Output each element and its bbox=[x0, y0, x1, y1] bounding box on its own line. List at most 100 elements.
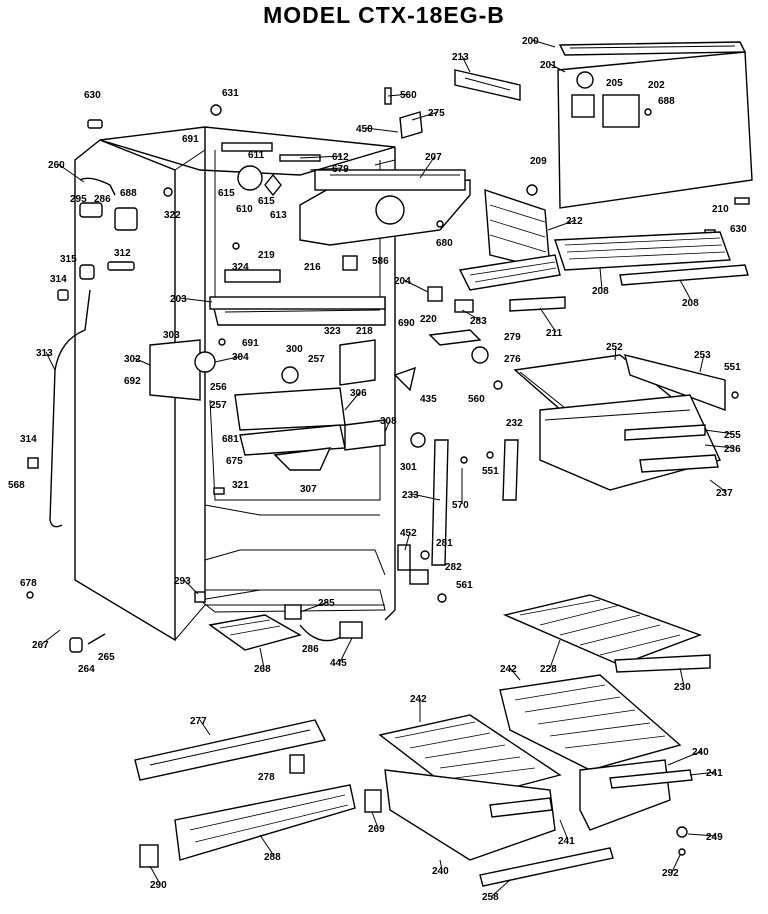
leader-line-288 bbox=[259, 834, 275, 857]
part-label-690: 690 bbox=[398, 318, 415, 329]
part-label-304: 304 bbox=[232, 352, 249, 363]
part-label-233: 233 bbox=[402, 490, 419, 501]
leader-line-207 bbox=[419, 155, 436, 179]
part-label-551b: 551 bbox=[482, 466, 499, 477]
part-label-445: 445 bbox=[330, 658, 347, 669]
part-label-615: 615 bbox=[218, 188, 235, 199]
part-label-435: 435 bbox=[420, 394, 437, 405]
part-label-678: 678 bbox=[20, 578, 37, 589]
part-label-630b: 630 bbox=[730, 224, 747, 235]
leader-line-292 bbox=[671, 854, 681, 873]
part-label-302: 302 bbox=[124, 354, 141, 365]
part-label-241b: 241 bbox=[558, 836, 575, 847]
part-label-611: 611 bbox=[248, 150, 265, 161]
part-label-293: 293 bbox=[174, 576, 191, 587]
part-label-252: 252 bbox=[606, 342, 623, 353]
leader-line-236 bbox=[704, 444, 735, 449]
part-label-241: 241 bbox=[706, 768, 723, 779]
part-label-681: 681 bbox=[222, 434, 239, 445]
leader-line-241b bbox=[559, 819, 569, 841]
part-label-240b: 240 bbox=[432, 866, 449, 877]
part-label-211: 211 bbox=[546, 328, 563, 339]
part-label-279: 279 bbox=[504, 332, 521, 343]
part-label-232: 232 bbox=[506, 418, 523, 429]
part-label-202: 202 bbox=[648, 80, 665, 91]
part-label-630: 630 bbox=[84, 90, 101, 101]
leader-line-201 bbox=[549, 63, 566, 73]
part-label-292: 292 bbox=[662, 868, 679, 879]
part-label-205: 205 bbox=[606, 78, 623, 89]
part-label-267: 267 bbox=[32, 640, 49, 651]
part-label-255: 255 bbox=[724, 430, 741, 441]
leader-line-255 bbox=[704, 429, 735, 435]
leader-line-306 bbox=[344, 391, 361, 411]
part-label-201: 201 bbox=[540, 60, 557, 71]
part-label-208b: 208 bbox=[682, 298, 699, 309]
leader-line-275 bbox=[411, 111, 439, 121]
leader-line-267 bbox=[41, 629, 61, 645]
crisper-assembly bbox=[378, 594, 711, 887]
part-label-213: 213 bbox=[452, 52, 469, 63]
leader-line-560 bbox=[387, 93, 411, 97]
left-side-components bbox=[26, 104, 222, 653]
part-label-561: 561 bbox=[456, 580, 473, 591]
part-label-613: 613 bbox=[270, 210, 287, 221]
part-label-323: 323 bbox=[324, 326, 341, 337]
part-label-277: 277 bbox=[190, 716, 207, 727]
part-label-688: 688 bbox=[658, 96, 675, 107]
part-label-286: 286 bbox=[94, 194, 111, 205]
leader-line-237 bbox=[709, 479, 727, 493]
leader-line-208b bbox=[679, 279, 693, 303]
leader-line-253 bbox=[699, 353, 705, 373]
part-label-303: 303 bbox=[163, 330, 180, 341]
part-label-586: 586 bbox=[372, 256, 389, 267]
part-label-313: 313 bbox=[36, 348, 53, 359]
part-label-300: 300 bbox=[286, 344, 303, 355]
leader-line-203 bbox=[179, 297, 213, 303]
leader-line-612 bbox=[299, 155, 343, 159]
part-label-450: 450 bbox=[356, 124, 373, 135]
part-label-612: 612 bbox=[332, 152, 349, 163]
part-label-631: 631 bbox=[222, 88, 239, 99]
leader-line-277 bbox=[199, 719, 211, 736]
part-label-220: 220 bbox=[420, 314, 437, 325]
leader-line-204 bbox=[403, 279, 429, 293]
part-label-452: 452 bbox=[400, 528, 417, 539]
part-label-570: 570 bbox=[452, 500, 469, 511]
part-label-212: 212 bbox=[566, 216, 583, 227]
leader-line-679 bbox=[309, 167, 343, 171]
part-label-240: 240 bbox=[692, 747, 709, 758]
leader-line-228 bbox=[549, 639, 561, 669]
leader-line-249 bbox=[687, 833, 717, 837]
part-label-210: 210 bbox=[712, 204, 729, 215]
part-label-282: 282 bbox=[445, 562, 462, 573]
part-label-236: 236 bbox=[724, 444, 741, 455]
leader-line-445 bbox=[339, 637, 353, 663]
part-label-265: 265 bbox=[98, 652, 115, 663]
part-label-308: 308 bbox=[380, 416, 397, 427]
part-label-264: 264 bbox=[78, 664, 95, 675]
part-label-610: 610 bbox=[236, 204, 253, 215]
part-label-257b: 257 bbox=[210, 400, 227, 411]
leader-line-313 bbox=[45, 351, 56, 371]
leader-line-269 bbox=[371, 811, 379, 829]
part-label-290: 290 bbox=[150, 880, 167, 891]
leader-line-212 bbox=[547, 219, 577, 231]
part-label-288: 288 bbox=[264, 852, 281, 863]
part-label-551: 551 bbox=[724, 362, 741, 373]
part-label-237: 237 bbox=[716, 488, 733, 499]
part-label-324: 324 bbox=[232, 262, 249, 273]
leader-line-230 bbox=[679, 667, 685, 687]
part-label-269: 269 bbox=[368, 824, 385, 835]
part-label-312: 312 bbox=[114, 248, 131, 259]
control-housing bbox=[149, 338, 426, 495]
part-label-209: 209 bbox=[530, 156, 547, 167]
leader-line-268 bbox=[259, 647, 265, 669]
part-label-283: 283 bbox=[470, 316, 487, 327]
part-label-275: 275 bbox=[428, 108, 445, 119]
part-label-200: 200 bbox=[522, 36, 539, 47]
leader-line-240 bbox=[667, 750, 703, 766]
part-label-253: 253 bbox=[694, 350, 711, 361]
leader-line-260 bbox=[57, 163, 85, 183]
